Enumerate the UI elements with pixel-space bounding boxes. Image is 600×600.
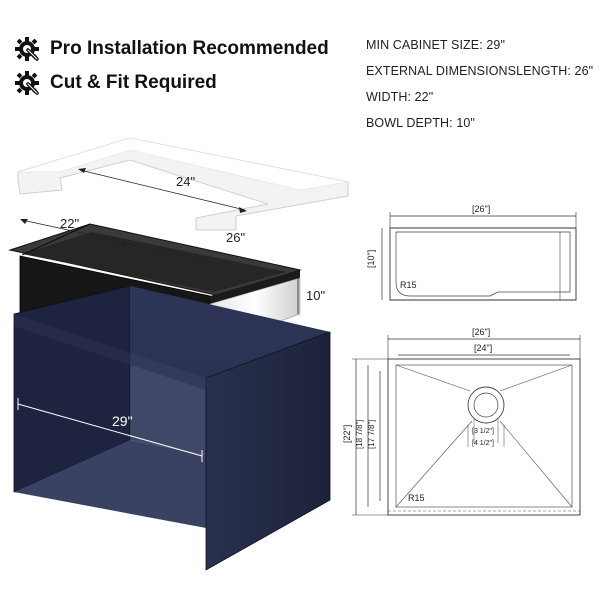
drain-inner-label: [3 1/2"] xyxy=(472,428,494,435)
side-depth-label: [10"] xyxy=(366,250,376,268)
spec-external-length: EXTERNAL DIMENSIONSLENGTH: 26" xyxy=(366,64,594,78)
cabinet: 29" xyxy=(13,285,331,571)
countertop-template: 24" xyxy=(17,137,349,231)
feature-label: Pro Installation Recommended xyxy=(50,38,329,59)
gear-wrench-icon xyxy=(15,71,39,95)
spec-min-cabinet: MIN CABINET SIZE: 29" xyxy=(366,38,505,52)
drain-outer-label: [4 1/2"] xyxy=(472,440,494,447)
side-view-drawing: [26"] [10"] R15 xyxy=(366,204,577,301)
feature-label: Cut & Fit Required xyxy=(50,72,217,93)
spec-bowl-depth: BOWL DEPTH: 10" xyxy=(366,116,475,130)
feature-pro-installation: Pro Installation Recommended xyxy=(14,36,329,62)
side-length-label: [26"] xyxy=(472,204,490,214)
side-radius-label: R15 xyxy=(400,280,417,290)
cabinet-width-label: 29" xyxy=(112,413,133,429)
plan-radius-label: R15 xyxy=(408,493,425,503)
countertop-cutout-label: 24" xyxy=(176,174,195,189)
plan-outer-width-label: [22"] xyxy=(342,425,352,443)
plan-view-drawing: [26"] [24"] [3 1/2"] [4 1/2"] [22"] [18 … xyxy=(342,327,581,516)
gear-wrench-icon xyxy=(15,37,39,61)
sink-length-label: 26" xyxy=(226,230,245,245)
spec-width: WIDTH: 22" xyxy=(366,90,434,104)
feature-cut-fit: Cut & Fit Required xyxy=(14,70,217,96)
plan-outer-length-label: [26"] xyxy=(472,327,490,337)
sink-cabinet-illustration: 24" 22" 26" 10" 29" xyxy=(8,137,349,571)
plan-inner-length-label: [24"] xyxy=(474,343,492,353)
plan-width-a-label: [18 7/8"] xyxy=(355,419,364,449)
sink-depth-label: 10" xyxy=(306,288,325,303)
plan-width-b-label: [17 7/8"] xyxy=(367,419,376,449)
sink-width-label: 22" xyxy=(60,216,79,231)
